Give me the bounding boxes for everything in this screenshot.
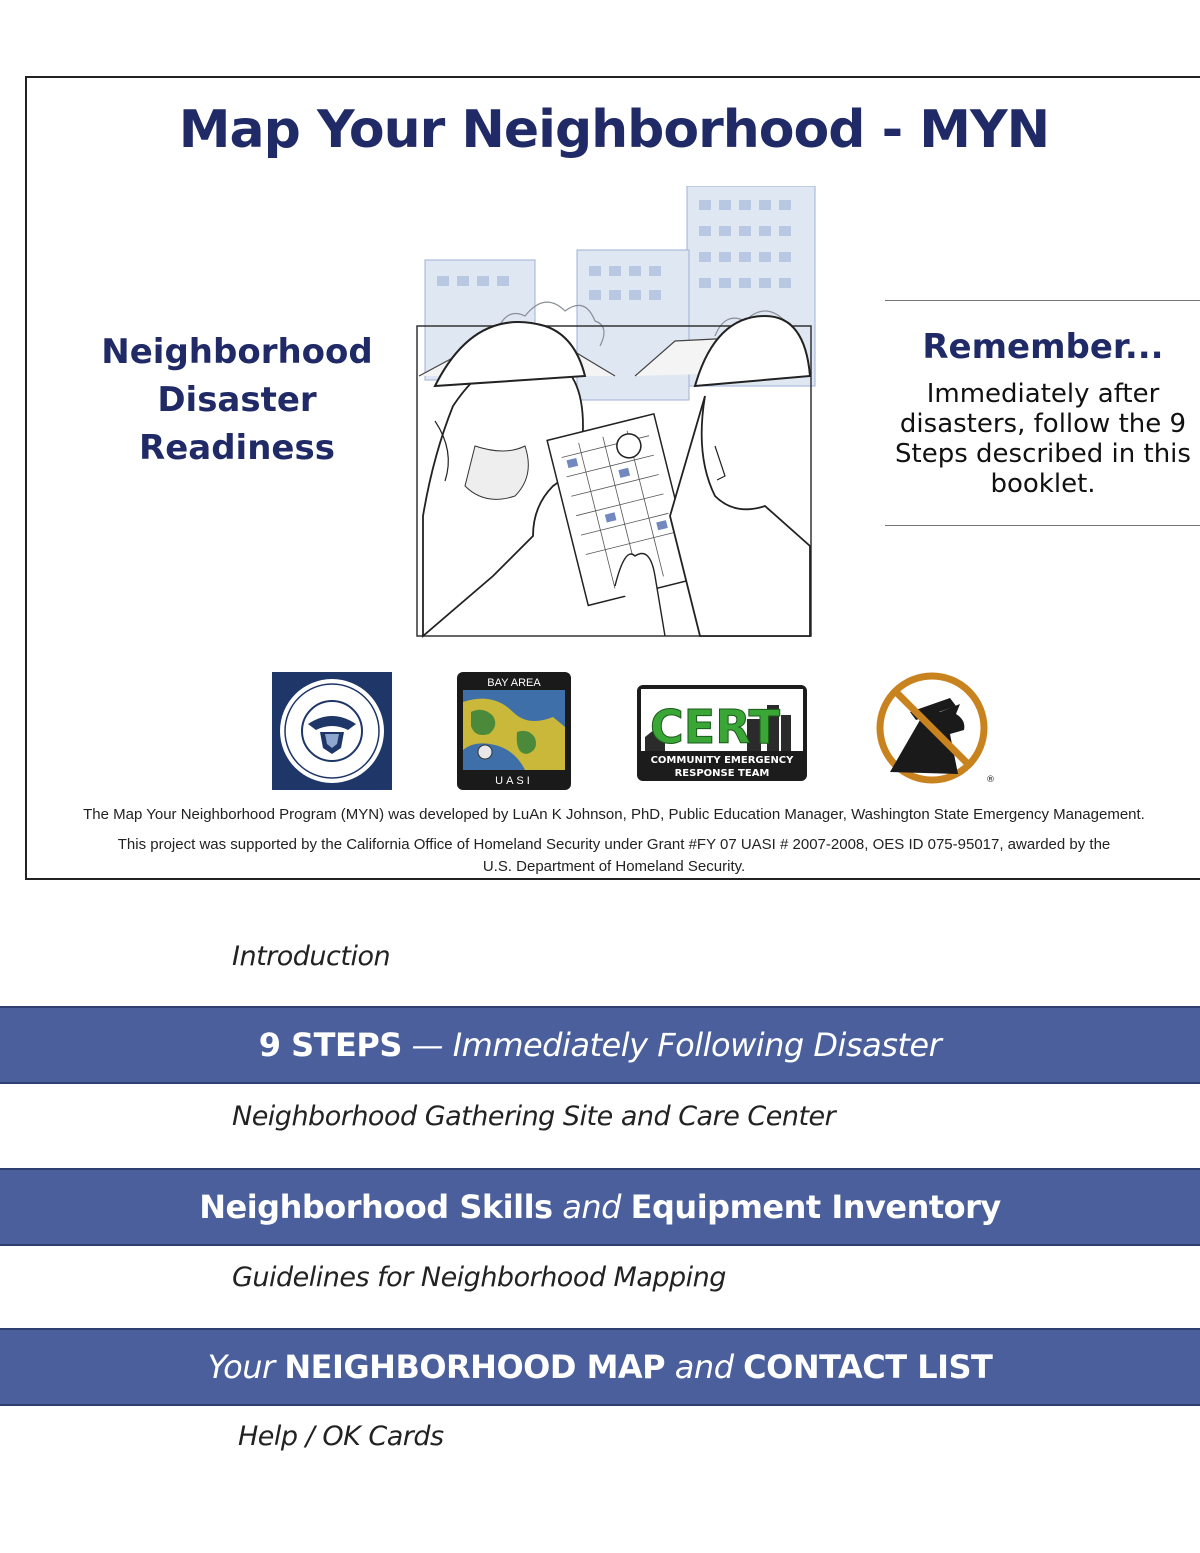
band-skills-and: and (552, 1188, 631, 1226)
credit-dhs: U.S. Department of Homeland Security. (482, 858, 746, 875)
band-map-and: and (665, 1348, 744, 1386)
toc-gathering-site: Neighborhood Gathering Site and Care Cen… (232, 1101, 836, 1132)
cover-panel: Map Your Neighborhood - MYN Neighborhood… (25, 76, 1200, 880)
dhs-seal-icon (272, 672, 392, 790)
cert-logo-icon: CERT COMMUNITY EMERGENCY RESPONSE TEAM (637, 685, 807, 781)
toc-band-9-steps: 9 STEPS — Immediately Following Disaster (0, 1006, 1200, 1084)
credit-grant: This project was supported by the Califo… (117, 836, 1111, 853)
readiness-heading-line: Readiness (139, 428, 335, 468)
band-steps-rest: — Immediately Following Disaster (401, 1026, 942, 1064)
neighbors-reading-map-illustration (416, 186, 816, 638)
toc-band-skills: Neighborhood Skills and Equipment Invent… (0, 1168, 1200, 1246)
uasi-bottom-label: UASI (495, 775, 533, 787)
band-steps-bold: 9 STEPS (258, 1026, 403, 1064)
readiness-heading-line: Disaster (157, 380, 317, 420)
band-skills-b: Equipment Inventory (630, 1188, 1002, 1226)
credit-developer: The Map Your Neighborhood Program (MYN) … (83, 806, 1145, 823)
toc-band-map: Your NEIGHBORHOOD MAP and CONTACT LIST (0, 1328, 1200, 1406)
toc-guidelines: Guidelines for Neighborhood Mapping (232, 1262, 726, 1293)
toc-help-ok-cards: Help / OK Cards (238, 1421, 444, 1452)
band-skills-a: Neighborhood Skills (199, 1188, 553, 1226)
band-map-your: Your (207, 1348, 285, 1386)
readiness-heading-line: Neighborhood (101, 332, 373, 372)
uasi-top-label: BAY AREA (487, 677, 541, 689)
no-crime-dog-icon: ® (876, 672, 995, 785)
remember-line: booklet. (990, 469, 1096, 499)
remember-line: Immediately after (926, 379, 1160, 409)
remember-line: disasters, follow the 9 (899, 409, 1187, 439)
remember-text: Immediately after disasters, follow the … (885, 379, 1200, 499)
remember-callout: Remember... Immediately after disasters,… (885, 300, 1200, 526)
cert-line-2: RESPONSE TEAM (675, 768, 770, 779)
page-title: Map Your Neighborhood - MYN (178, 100, 1050, 160)
remember-line: Steps described in this (895, 439, 1191, 469)
readiness-heading: Neighborhood Disaster Readiness (97, 328, 377, 472)
band-map-b: CONTACT LIST (743, 1348, 993, 1386)
band-map-a: NEIGHBORHOOD MAP (284, 1348, 666, 1386)
cert-title: CERT (650, 700, 781, 754)
toc-introduction: Introduction (232, 941, 391, 972)
bay-area-uasi-map-icon: BAY AREA UASI (457, 672, 571, 790)
cert-line-1: COMMUNITY EMERGENCY (651, 755, 795, 766)
registered-mark: ® (986, 775, 995, 785)
remember-title: Remember... (922, 327, 1164, 367)
